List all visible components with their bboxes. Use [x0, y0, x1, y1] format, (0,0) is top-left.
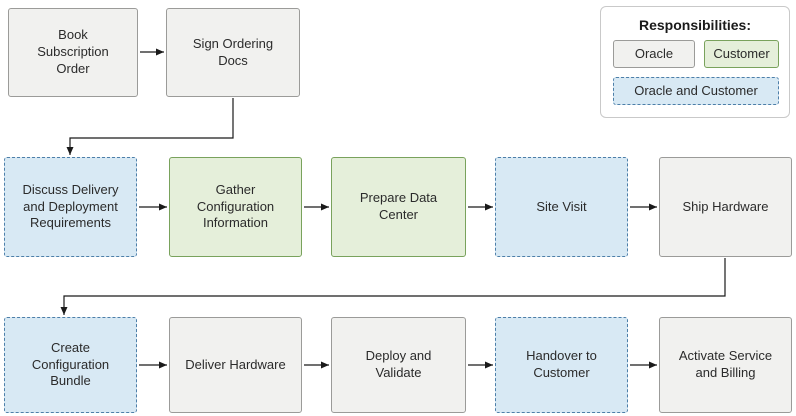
node-create-configuration-bundle: Create Configuration Bundle: [4, 317, 137, 413]
node-label: Discuss Delivery and Deployment Requirem…: [22, 181, 119, 231]
legend-item-customer: Customer: [704, 40, 779, 68]
legend-item-label: Oracle: [634, 45, 674, 61]
node-deliver-hardware: Deliver Hardware: [169, 317, 302, 413]
node-label: Deploy and Validate: [365, 348, 432, 380]
legend-item-label: Customer: [713, 45, 770, 61]
arrow-ship-to-create: [60, 258, 726, 315]
node-label: Gather Configuration Information: [196, 181, 275, 231]
node-label: Handover to Customer: [526, 348, 597, 380]
legend-title: Responsibilities:: [638, 17, 752, 33]
node-activate-service-and-billing: Activate Service and Billing: [659, 317, 792, 413]
legend-item-label: Oracle and Customer: [634, 82, 758, 98]
node-sign-ordering-docs: Sign Ordering Docs: [166, 8, 300, 97]
legend-item-oracle-and-customer: Oracle and Customer: [613, 77, 779, 105]
arrow-sign-to-discuss: [66, 98, 234, 155]
node-handover-to-customer: Handover to Customer: [495, 317, 628, 413]
legend-item-oracle: Oracle: [613, 40, 695, 68]
node-label: Book Subscription Order: [37, 27, 109, 76]
node-deploy-and-validate: Deploy and Validate: [331, 317, 466, 413]
node-label: Site Visit: [536, 198, 587, 214]
node-label: Activate Service and Billing: [678, 348, 773, 380]
node-book-subscription-order: Book Subscription Order: [8, 8, 138, 97]
node-label: Deliver Hardware: [185, 356, 286, 372]
node-label: Prepare Data Center: [359, 190, 438, 222]
node-site-visit: Site Visit: [495, 157, 628, 257]
node-label: Sign Ordering Docs: [192, 35, 274, 68]
node-prepare-data-center: Prepare Data Center: [331, 157, 466, 257]
node-gather-configuration-information: Gather Configuration Information: [169, 157, 302, 257]
node-ship-hardware: Ship Hardware: [659, 157, 792, 257]
node-discuss-delivery-deployment-requirements: Discuss Delivery and Deployment Requirem…: [4, 157, 137, 257]
node-label: Ship Hardware: [682, 198, 769, 214]
node-label: Create Configuration Bundle: [31, 339, 110, 389]
